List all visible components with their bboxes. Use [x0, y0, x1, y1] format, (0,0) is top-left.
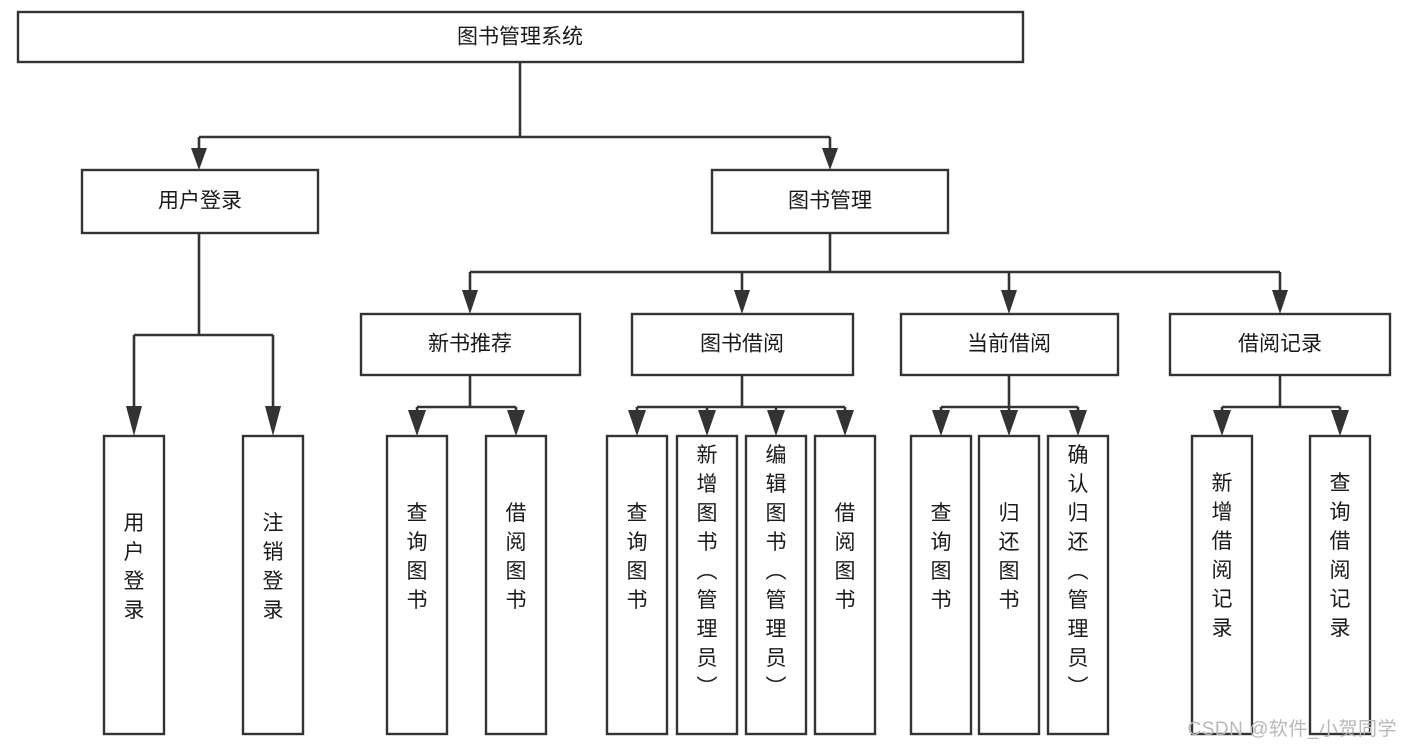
- leaf-borrow-record-query[interactable]: 查询借阅记录: [1308, 434, 1372, 736]
- leaf-book-borrow-borrow-label: 借阅图书: [835, 502, 856, 612]
- leaf-current-borrow-query-label: 查询图书: [931, 502, 952, 612]
- connector-group-book-manage-children: [462, 233, 1288, 314]
- leaf-new-book-borrow[interactable]: 借阅图书: [484, 434, 548, 736]
- arrow-br-c1: [1213, 410, 1231, 436]
- node-book-manage-label: 图书管理: [788, 190, 872, 213]
- node-book-borrow-label: 图书借阅: [700, 333, 784, 356]
- leaf-borrow-record-add-box[interactable]: [1190, 434, 1254, 736]
- leaf-current-borrow-return-box[interactable]: [977, 434, 1041, 736]
- connector-group-user-login-children: [126, 233, 281, 436]
- connector-group-borrow-record-children: [1213, 375, 1349, 436]
- leaf-user-login-logout[interactable]: 注销登录: [241, 434, 305, 736]
- leaf-book-borrow-query[interactable]: 查询图书: [605, 434, 669, 736]
- leaf-book-borrow-add-box[interactable]: [675, 434, 739, 736]
- leaf-new-book-borrow-label: 借阅图书: [506, 502, 527, 612]
- leaf-current-borrow-query[interactable]: 查询图书: [909, 434, 973, 736]
- leaf-user-login-logout-label: 注销登录: [263, 512, 284, 622]
- node-new-book-recommend-box[interactable]: [359, 312, 582, 377]
- leaf-book-borrow-borrow[interactable]: 借阅图书: [813, 434, 877, 736]
- leaf-new-book-query[interactable]: 查询图书: [385, 434, 449, 736]
- arrow-user-login-child2: [265, 406, 281, 436]
- leaf-borrow-record-query-box[interactable]: [1308, 434, 1372, 736]
- node-current-borrow-box[interactable]: [899, 312, 1120, 377]
- node-new-book-recommend[interactable]: 新书推荐: [359, 312, 582, 377]
- arrow-nb-c1: [408, 410, 426, 436]
- arrow-cb-c2: [1000, 410, 1018, 436]
- connector-group-root-to-level2: [191, 62, 838, 170]
- connector-group-current-borrow-children: [932, 375, 1087, 436]
- leaf-book-borrow-add[interactable]: 新增图书︵管理员︶: [675, 434, 739, 736]
- leaf-current-borrow-query-box[interactable]: [909, 434, 973, 736]
- arrow-bb-c4: [836, 410, 854, 436]
- node-user-login-box[interactable]: [80, 168, 320, 235]
- node-new-book-recommend-label: 新书推荐: [428, 333, 512, 356]
- node-root-system-box[interactable]: [16, 10, 1025, 64]
- node-book-borrow-box[interactable]: [630, 312, 855, 377]
- arrow-bm-child4: [1272, 290, 1288, 314]
- leaf-book-borrow-query-box[interactable]: [605, 434, 669, 736]
- leaf-current-borrow-return[interactable]: 归还图书: [977, 434, 1041, 736]
- node-user-login[interactable]: 用户登录: [80, 168, 320, 235]
- leaf-book-borrow-borrow-box[interactable]: [813, 434, 877, 736]
- leaf-new-book-borrow-box[interactable]: [484, 434, 548, 736]
- arrow-bb-c3: [767, 410, 785, 436]
- arrow-bm-child1: [462, 290, 478, 314]
- node-borrow-record[interactable]: 借阅记录: [1168, 312, 1392, 377]
- node-current-borrow-label: 当前借阅: [967, 333, 1051, 356]
- arrow-bm-child2: [734, 290, 750, 314]
- leaf-book-borrow-edit-label: 编辑图书︵管理员︶: [766, 444, 787, 699]
- leaf-book-borrow-edit-box[interactable]: [744, 434, 808, 736]
- connector-group-book-borrow-children: [628, 375, 854, 436]
- leaf-user-login-login[interactable]: 用户登录: [102, 434, 166, 736]
- node-root-system-label: 图书管理系统: [457, 26, 583, 49]
- node-current-borrow[interactable]: 当前借阅: [899, 312, 1120, 377]
- arrow-to-book-manage: [822, 148, 838, 170]
- leaf-current-borrow-confirm-box[interactable]: [1046, 434, 1110, 736]
- node-book-manage-box[interactable]: [710, 168, 950, 235]
- node-borrow-record-label: 借阅记录: [1238, 333, 1322, 356]
- leaf-current-borrow-confirm[interactable]: 确认归还︵管理员︶: [1046, 434, 1110, 736]
- leaf-user-login-logout-box[interactable]: [241, 434, 305, 736]
- leaf-new-book-query-label: 查询图书: [407, 502, 428, 612]
- arrow-bm-child3: [1001, 290, 1017, 314]
- leaf-current-borrow-return-label: 归还图书: [999, 502, 1020, 612]
- node-borrow-record-box[interactable]: [1168, 312, 1392, 377]
- leaf-book-borrow-query-label: 查询图书: [627, 502, 648, 612]
- arrow-cb-c1: [932, 410, 950, 436]
- csdn-watermark: CSDN @软件_小贺同学: [1187, 719, 1397, 740]
- leaf-book-borrow-add-label: 新增图书︵管理员︶: [697, 444, 718, 699]
- arrow-user-login-child1: [126, 406, 142, 436]
- arrow-bb-c2: [698, 410, 716, 436]
- connector-group-new-book-children: [408, 375, 525, 436]
- leaf-current-borrow-confirm-label: 确认归还︵管理员︶: [1068, 444, 1089, 699]
- node-book-manage[interactable]: 图书管理: [710, 168, 950, 235]
- leaf-borrow-record-add[interactable]: 新增借阅记录: [1190, 434, 1254, 736]
- node-root-system[interactable]: 图书管理系统: [16, 10, 1025, 64]
- leaf-borrow-record-query-label: 查询借阅记录: [1330, 472, 1351, 640]
- arrow-nb-c2: [507, 410, 525, 436]
- leaf-borrow-record-add-label: 新增借阅记录: [1212, 472, 1233, 640]
- leaf-user-login-login-box[interactable]: [102, 434, 166, 736]
- leaf-user-login-login-label: 用户登录: [124, 512, 145, 622]
- node-book-borrow[interactable]: 图书借阅: [630, 312, 855, 377]
- arrow-to-user-login: [191, 148, 207, 170]
- leaf-new-book-query-box[interactable]: [385, 434, 449, 736]
- arrow-br-c2: [1331, 410, 1349, 436]
- arrow-cb-c3: [1069, 410, 1087, 436]
- arrow-bb-c1: [628, 410, 646, 436]
- leaf-book-borrow-edit[interactable]: 编辑图书︵管理员︶: [744, 434, 808, 736]
- node-user-login-label: 用户登录: [158, 190, 242, 213]
